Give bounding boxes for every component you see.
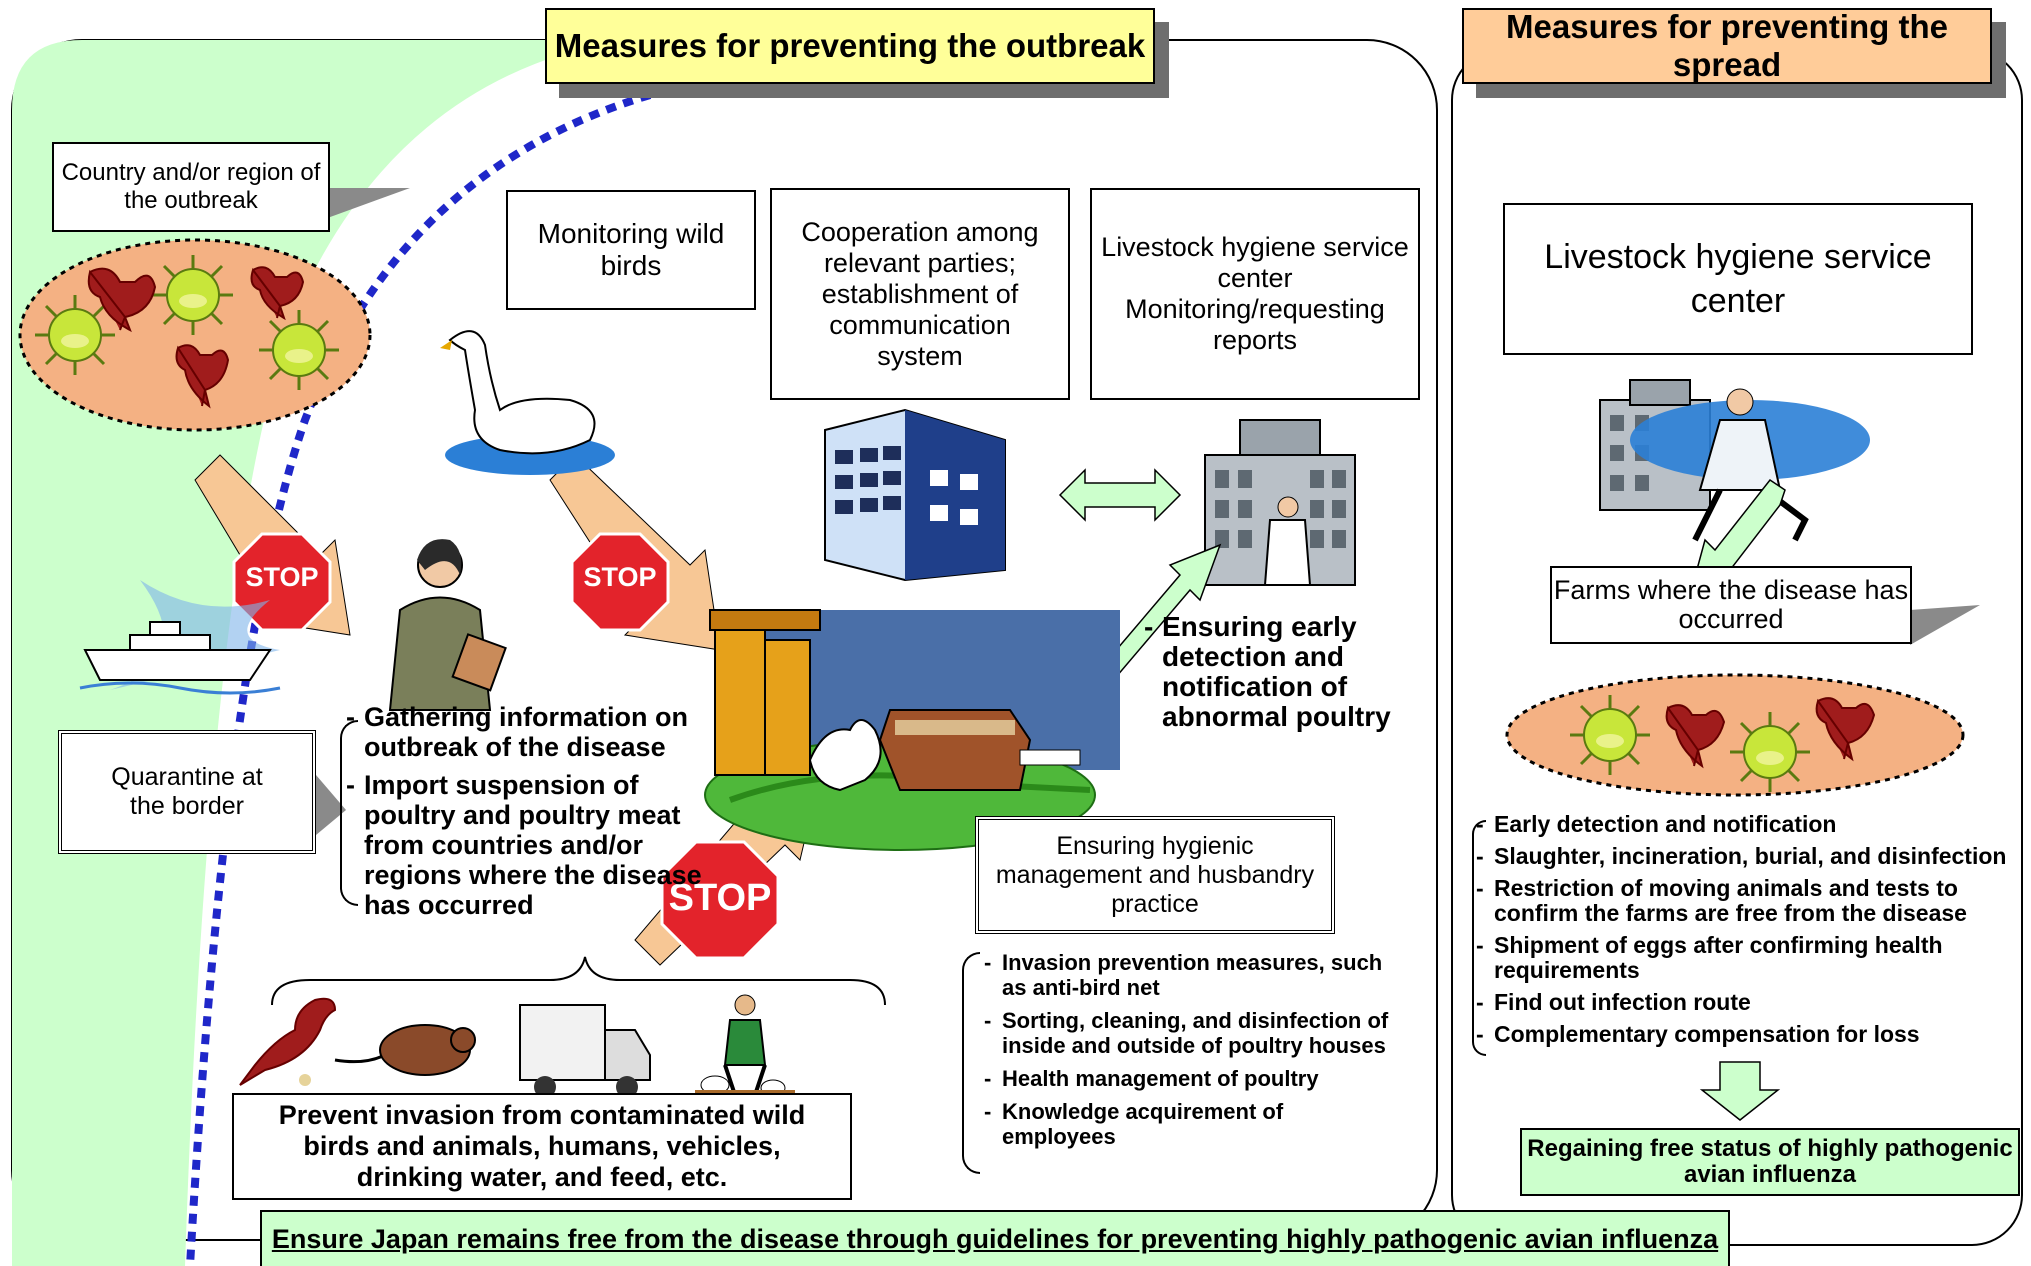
quarantine-bullets: Gathering information on outbreak of the…	[342, 702, 702, 920]
virus-icon	[259, 310, 339, 390]
stop-sign-label: STOP	[583, 562, 657, 592]
spread-bullet: Find out infection route	[1472, 990, 2027, 1016]
quarantine-label: Quarantine at the border	[58, 730, 316, 854]
farm-icon	[704, 609, 1120, 851]
farms-oval	[1505, 673, 1965, 797]
quarantine-callout	[316, 775, 346, 835]
hygienic-management-label: Ensuring hygienic management and husband…	[975, 816, 1335, 934]
virus-icon	[153, 255, 233, 335]
spread-bullet: Complementary compensation for loss	[1472, 1022, 2027, 1048]
ship-icon	[79, 580, 281, 695]
office-building-icon	[824, 408, 1006, 582]
hygiene-bullet: Knowledge acquirement of employees	[980, 1099, 1400, 1149]
rooster-icon	[1665, 704, 1726, 769]
spread-bullet: Restriction of moving animals and tests …	[1472, 876, 2027, 926]
swan-icon	[440, 330, 615, 475]
footer-banner: Ensure Japan remains free from the disea…	[260, 1210, 1730, 1266]
quarantine-bullet: Import suspension of poultry and poultry…	[342, 770, 702, 920]
hygiene-bullet: Invasion prevention measures, such as an…	[980, 950, 1400, 1000]
spread-bullets: Early detection and notification Slaught…	[1472, 812, 2027, 1048]
right-hygiene-center-label: Livestock hygiene service center	[1503, 203, 1973, 355]
result-arrow	[1699, 1061, 1781, 1121]
invasion-brace	[271, 956, 886, 1006]
quarantine-bullet: Gathering information on outbreak of the…	[342, 702, 702, 762]
hygiene-bullet: Health management of poultry	[980, 1066, 1400, 1091]
inspector-icon	[388, 539, 507, 711]
spread-title: Measures for preventing the spread	[1462, 8, 1992, 84]
hygiene-bullets: Invasion prevention measures, such as an…	[980, 950, 1400, 1149]
country-region-label: Country and/or region of the outbreak	[52, 142, 330, 232]
invasion-label: Prevent invasion from contaminated wild …	[232, 1093, 852, 1200]
rooster-icon	[1815, 697, 1876, 762]
hygiene-bullet: Sorting, cleaning, and disinfection of i…	[980, 1008, 1400, 1058]
communication-arrow	[1058, 468, 1182, 522]
stop-sign-label: STOP	[245, 562, 319, 592]
virus-icon	[1730, 712, 1810, 792]
outbreak-title: Measures for preventing the outbreak	[545, 8, 1155, 84]
spread-bullet: Early detection and notification	[1472, 812, 2027, 838]
spread-bullet: Shipment of eggs after confirming health…	[1472, 933, 2027, 983]
hygiene-bracket	[962, 952, 980, 1174]
virus-icon	[35, 295, 115, 375]
farms-callout-shadow	[1910, 605, 1980, 645]
hygiene-center-label: Livestock hygiene service center Monitor…	[1090, 188, 1420, 400]
regain-label: Regaining free status of highly pathogen…	[1520, 1128, 2020, 1196]
spread-bullet: Slaughter, incineration, burial, and dis…	[1472, 844, 2027, 870]
truck-icon	[519, 1004, 651, 1098]
rooster-icon	[250, 266, 305, 321]
bird-icon	[239, 997, 337, 1086]
virus-icon	[1570, 695, 1650, 775]
rooster-icon	[175, 344, 230, 409]
running-doctor-icon	[1599, 379, 1870, 542]
stop-sign-icon	[570, 532, 670, 632]
farmer-icon	[695, 994, 795, 1100]
early-detection-bullet: Ensuring early detection and notificatio…	[1140, 612, 1410, 732]
hospital-building-icon	[1204, 419, 1356, 586]
farms-label: Farms where the disease has occurred	[1550, 566, 1912, 644]
rooster-icon	[87, 267, 157, 333]
rat-icon	[334, 1024, 476, 1076]
cooperation-label: Cooperation among relevant parties; esta…	[770, 188, 1070, 400]
wild-birds-label: Monitoring wild birds	[506, 190, 756, 310]
